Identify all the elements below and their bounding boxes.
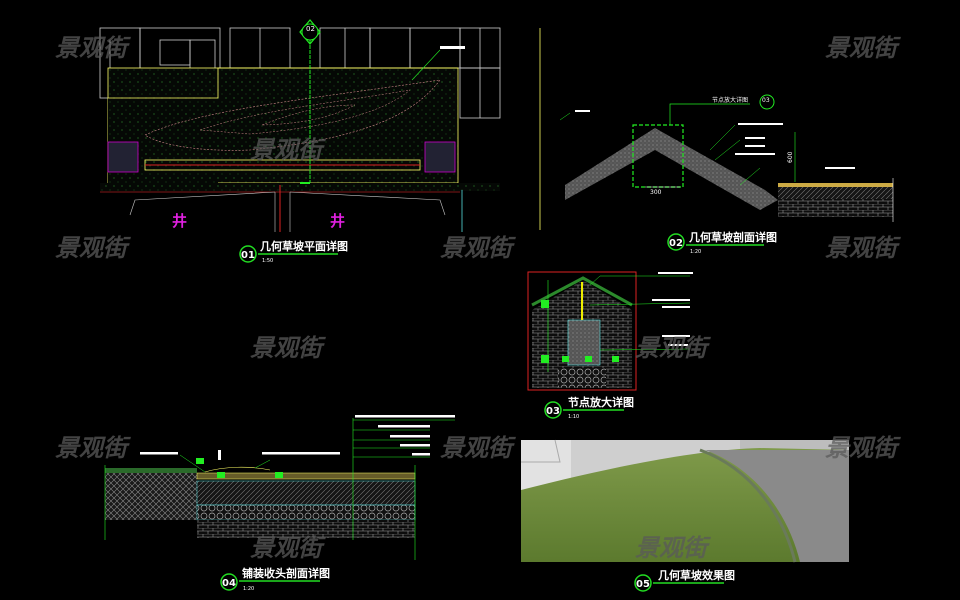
watermark: 景观街	[250, 534, 326, 562]
watermark: 景观街	[55, 434, 131, 462]
well-label-left: 井	[172, 212, 187, 230]
paving-edge-drawing	[104, 415, 455, 560]
slope-contour	[144, 79, 441, 151]
svg-text:1:20: 1:20	[690, 249, 701, 255]
watermark: 景观街	[55, 34, 131, 62]
watermarks: 景观街 景观街 景观街 景观街 景观街 景观街 景观街 景观街 景观街 景观街 …	[55, 34, 901, 562]
watermark: 景观街	[250, 334, 326, 362]
title-03: 03 节点放大详图 1:10	[544, 395, 634, 420]
drawing-title: 几何草坡效果图	[658, 568, 735, 582]
svg-text:01: 01	[241, 250, 255, 261]
title-02: 02 几何草坡剖面详图 1:20	[667, 230, 777, 255]
watermark: 景观街	[825, 434, 901, 462]
detail-callout-box	[632, 124, 684, 188]
svg-text:1:50: 1:50	[262, 258, 273, 264]
rendering-photo	[521, 439, 849, 563]
watermark: 景观街	[825, 234, 901, 262]
watermark: 景观街	[440, 234, 516, 262]
svg-text:05: 05	[636, 579, 650, 590]
watermark: 景观街	[635, 534, 711, 562]
dimension-width: 300	[650, 189, 662, 196]
detail-callout-label: 节点放大详图	[712, 96, 748, 104]
title-05: 05 几何草坡效果图	[634, 568, 735, 592]
detail-reference-marker[interactable]: 03	[759, 94, 775, 110]
svg-text:02: 02	[669, 238, 683, 249]
watermark: 景观街	[825, 34, 901, 62]
svg-text:1:20: 1:20	[243, 586, 254, 592]
section-detail-drawing: 节点放大详图 03 300 600	[539, 28, 894, 230]
title-01: 01 几何草坡平面详图 1:50	[239, 239, 348, 264]
watermark: 景观街	[635, 334, 711, 362]
svg-text:02: 02	[306, 25, 315, 33]
watermark: 景观街	[250, 136, 326, 164]
watermark: 景观街	[55, 234, 131, 262]
drawing-title: 节点放大详图	[568, 395, 634, 409]
well-label-right: 井	[330, 212, 345, 230]
svg-text:1:10: 1:10	[568, 414, 579, 420]
watermark: 景观街	[440, 434, 516, 462]
section-marker[interactable]: 02	[299, 19, 321, 45]
svg-text:03: 03	[762, 97, 770, 104]
svg-text:04: 04	[222, 578, 236, 589]
drawing-title: 几何草坡剖面详图	[689, 230, 777, 244]
svg-text:03: 03	[546, 406, 560, 417]
plan-detail-drawing: 井 井 02	[99, 19, 501, 232]
drawing-title: 几何草坡平面详图	[260, 239, 348, 253]
drawing-title: 铺装收头剖面详图	[242, 566, 330, 580]
dimension-height: 600	[787, 151, 794, 163]
node-detail-drawing	[527, 271, 693, 391]
title-04: 04 铺装收头剖面详图 1:20	[220, 566, 330, 592]
